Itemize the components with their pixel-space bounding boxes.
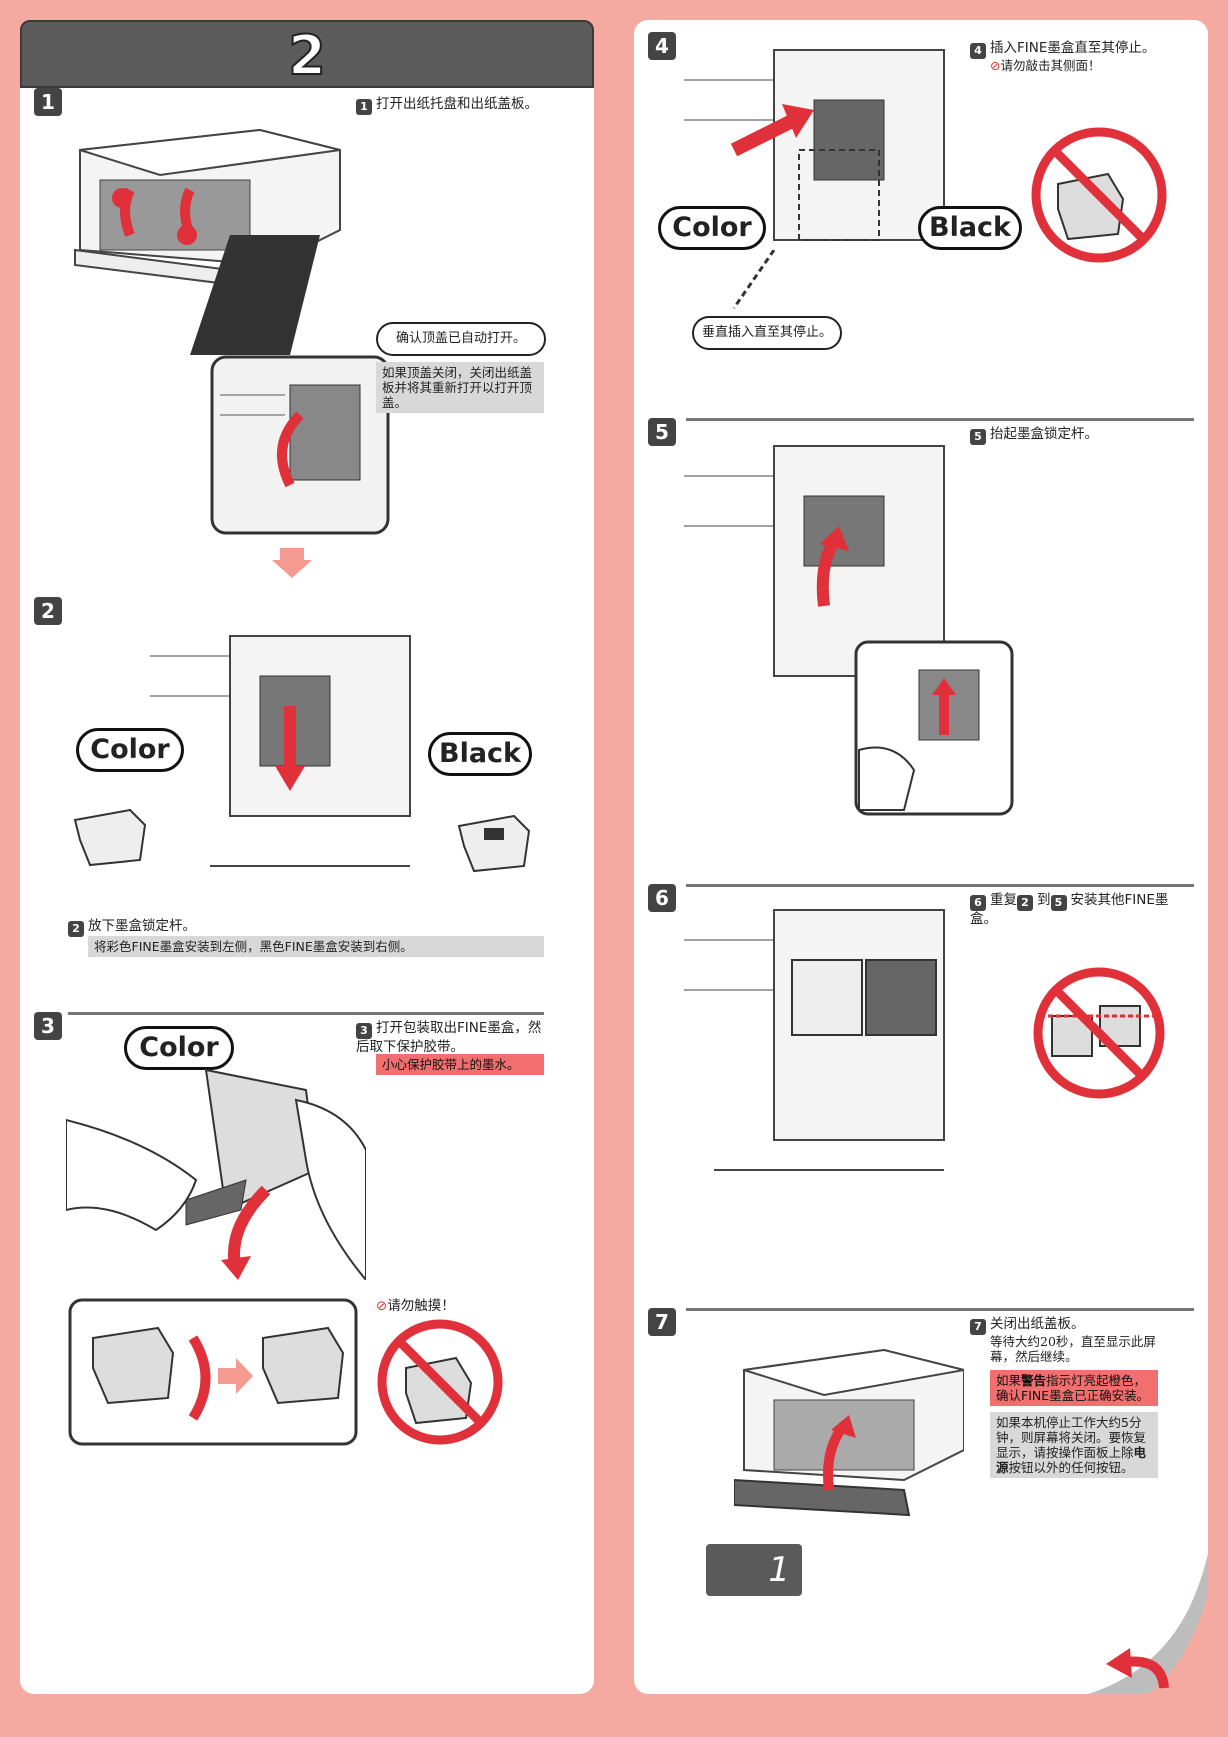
page-header: 2 xyxy=(20,20,594,88)
printer-open-tray-illustration xyxy=(74,128,341,287)
black-cartridge-icon xyxy=(457,814,531,873)
black-label-step4: Black xyxy=(918,206,1022,250)
step-3-caution: 小心保护胶带上的墨水。 xyxy=(376,1054,544,1075)
step-4-warning: ⊘请勿敲击其侧面！ xyxy=(990,58,1101,73)
close-paper-cover-illustration xyxy=(734,1348,964,1517)
down-arrow-icon xyxy=(272,548,312,578)
lever-zoom-illustration xyxy=(854,640,1014,816)
top-cover-zoom-illustration xyxy=(210,355,390,535)
lcd-display: 1 xyxy=(706,1544,802,1596)
page-number: 2 xyxy=(287,23,327,88)
lift-lock-lever-illustration xyxy=(684,445,945,677)
step-3-warning: ⊘请勿触摸！ xyxy=(376,1298,455,1314)
step-2-note: 将彩色FINE墨盒安装到左侧，黑色FINE墨盒安装到右侧。 xyxy=(88,936,544,957)
black-label: Black xyxy=(428,732,532,776)
step-3-divider xyxy=(68,1012,544,1015)
step-2-number: 2 xyxy=(34,597,62,625)
step-4-callout: 垂直插入直至其停止。 xyxy=(692,316,842,350)
page-curl-corner xyxy=(1088,1554,1208,1694)
step-1-callout: 确认顶盖已自动打开。 xyxy=(376,322,546,356)
step-7-number: 7 xyxy=(648,1308,676,1336)
step-6-number: 6 xyxy=(648,884,676,912)
dashed-pointer xyxy=(732,250,776,309)
remove-tape-illustration xyxy=(66,1068,366,1280)
turn-page-arrow-icon[interactable] xyxy=(1104,1648,1174,1692)
step-7-alarm-note: 如果警告指示灯亮起橙色，确认FINE墨盒已正确安装。 xyxy=(990,1370,1158,1406)
do-not-touch-prohibition-icon xyxy=(377,1319,503,1445)
step-3-number: 3 xyxy=(34,1012,62,1040)
step-5-number: 5 xyxy=(648,418,676,446)
lock-lever-down-illustration xyxy=(150,635,411,867)
step-7-screen-off-note: 如果本机停止工作大约5分钟，则屏幕将关闭。要恢复显示，请按操作面板上除电源按钮以… xyxy=(990,1412,1158,1478)
step-4-number: 4 xyxy=(648,32,676,60)
step-7-wait-text: 等待大约20秒，直至显示此屏幕，然后继续。 xyxy=(990,1334,1156,1364)
step-1-note: 如果顶盖关闭，关闭出纸盖板并将其重新打开以打开顶盖。 xyxy=(376,362,544,413)
step-7-divider xyxy=(686,1308,1194,1311)
tape-removal-zoom-illustration xyxy=(68,1298,358,1446)
zoom-pointer xyxy=(190,235,320,355)
insert-cartridge-illustration xyxy=(684,49,945,241)
prohibited-icon: ⊘ xyxy=(990,58,1001,73)
do-not-tap-prohibition-icon xyxy=(1031,127,1167,263)
color-label: Color xyxy=(76,728,184,772)
step-6-divider xyxy=(686,884,1194,887)
prohibited-icon: ⊘ xyxy=(376,1298,388,1314)
wrong-height-prohibition-icon xyxy=(1033,967,1165,1099)
both-cartridges-installed-illustration xyxy=(684,909,945,1171)
color-label-step4: Color xyxy=(658,206,766,250)
step-1-number: 1 xyxy=(34,88,62,116)
color-cartridge-icon xyxy=(73,808,147,867)
step-5-divider xyxy=(686,418,1194,421)
color-label-step3: Color xyxy=(124,1026,234,1070)
